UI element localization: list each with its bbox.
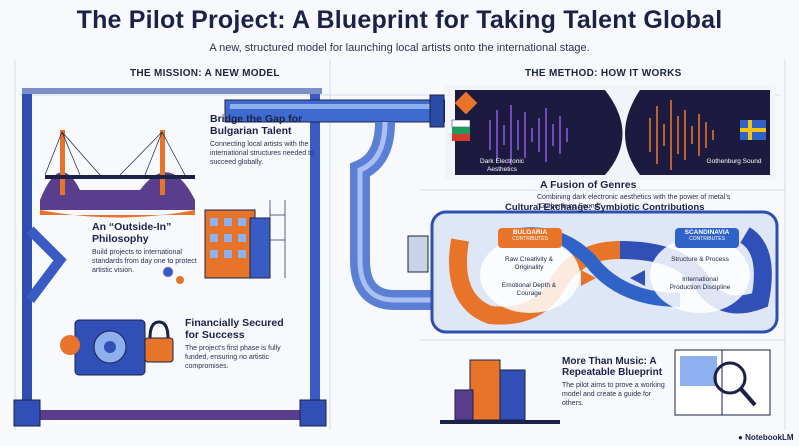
mission-item-bridge: Bridge the Gap for Bulgarian Talent Conn… — [210, 113, 315, 167]
fusion-title: A Fusion of Genres — [540, 179, 637, 191]
ornament-icon — [454, 91, 478, 115]
scandinavia-point: Structure & Process — [671, 256, 729, 263]
bulgaria-tag-label: BULGARIA — [512, 229, 548, 236]
brand-logo-text: NotebookLM — [745, 433, 794, 442]
exchange-panel — [430, 210, 779, 334]
sweden-flag-icon — [740, 120, 766, 140]
page-title: The Pilot Project: A Blueprint for Takin… — [76, 6, 723, 34]
dark-electronic-label: Dark Electronic Aesthetics — [479, 158, 525, 173]
bulgaria-flag-icon — [451, 119, 471, 141]
scandinavia-tag-label: SCANDINAVIA — [684, 229, 730, 236]
mission-item-body: Build projects to international standard… — [92, 249, 197, 274]
blueprint-title: More Than Music: A Repeatable Blueprint — [562, 356, 663, 378]
mission-item-financial: Financially Secured for Success The proj… — [185, 317, 300, 371]
fusion-body: Combining dark electronic aesthetics wit… — [537, 194, 731, 210]
scandinavia-tag: SCANDINAVIA CONTRIBUTES — [675, 229, 739, 242]
book-illustration — [674, 349, 771, 416]
left-frame-pipes — [13, 88, 327, 427]
gothenburg-sound-label: Gothenburg Sound — [706, 158, 762, 165]
mission-heading: THE MISSION: A NEW MODEL — [130, 68, 280, 79]
mission-item-body: Connecting local artists with the intern… — [210, 141, 314, 166]
fusion-panel — [445, 85, 775, 180]
mission-item-title: Financially Secured for Success — [185, 317, 284, 341]
bulgaria-tag: BULGARIA CONTRIBUTES — [498, 229, 562, 242]
mission-item-title: Bridge the Gap for Bulgarian Talent — [210, 113, 303, 137]
bridge-illustration — [40, 130, 195, 218]
bulgaria-point: Raw Creativity & Originality — [504, 256, 554, 271]
mission-item-body: The project’s first phase is fully funde… — [185, 345, 281, 370]
connector-pipe — [224, 94, 446, 310]
mission-item-title: An “Outside-In” Philosophy — [92, 221, 172, 245]
city-illustration — [440, 359, 560, 424]
method-heading: THE METHOD: HOW IT WORKS — [525, 68, 682, 79]
bulgaria-point: Emotional Depth & Courage — [501, 282, 557, 297]
blueprint-body: The pilot aims to prove a working model … — [562, 382, 665, 407]
brand-logo: ● NotebookLM — [738, 433, 794, 442]
diagonal-pipe — [26, 226, 67, 303]
building-illustration — [204, 200, 286, 279]
scandinavia-tag-sub: CONTRIBUTES — [689, 236, 725, 242]
scandinavia-point: International Production Discipline — [669, 276, 731, 291]
mission-item-outside-in: An “Outside-In” Philosophy Build project… — [92, 221, 202, 275]
brand-logo-icon: ● — [738, 433, 743, 442]
page-subtitle: A new, structured model for launching lo… — [209, 42, 590, 54]
exchange-title: Cultural Exchange: Symbiotic Contributio… — [505, 202, 705, 213]
bulgaria-tag-sub: CONTRIBUTES — [512, 236, 548, 242]
safe-illustration — [60, 267, 184, 376]
